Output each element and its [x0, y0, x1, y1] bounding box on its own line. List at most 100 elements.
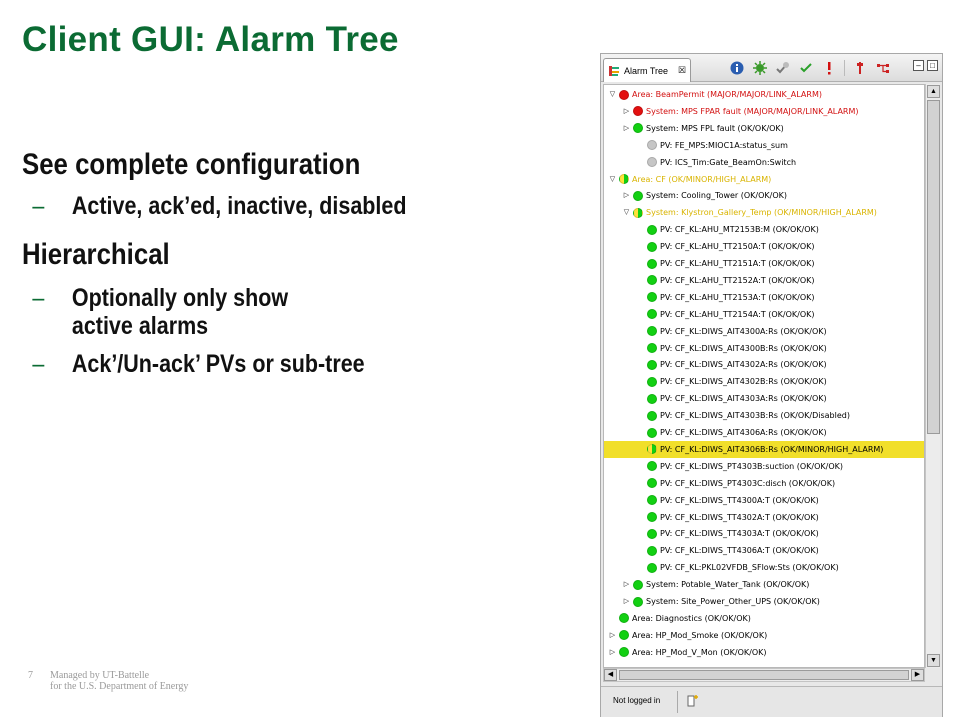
footer-text: Managed by UT-Battelle for the U.S. Depa… [50, 670, 188, 692]
severity-disabled-icon [647, 157, 657, 168]
no-expander [636, 293, 645, 302]
tree-row[interactable]: Area: Diagnostics (OK/OK/OK) [604, 610, 924, 627]
view-window-controls: – □ [913, 60, 938, 71]
severity-major-icon [619, 89, 629, 100]
scroll-down-icon[interactable]: ▼ [927, 654, 940, 667]
scroll-left-icon[interactable]: ◀ [604, 669, 617, 681]
tree-row[interactable]: PV: CF_KL:DIWS_TT4302A:T (OK/OK/OK) [604, 509, 924, 526]
horizontal-scrollbar[interactable]: ◀ ▶ [603, 668, 925, 682]
tree-row[interactable]: ▷ System: Cooling_Tower (OK/OK/OK) [604, 187, 924, 204]
maximize-icon[interactable]: □ [927, 60, 938, 71]
tree-row[interactable]: PV: CF_KL:DIWS_TT4300A:T (OK/OK/OK) [604, 492, 924, 509]
collapsed-arrow-icon[interactable]: ▷ [609, 647, 616, 656]
severity-ok-icon [619, 613, 629, 624]
alarm-icon[interactable] [821, 60, 837, 76]
tree-row-label: PV: CF_KL:DIWS_TT4306A:T (OK/OK/OK) [660, 546, 819, 556]
config-icon[interactable] [752, 60, 768, 76]
scroll-up-icon[interactable]: ▲ [927, 85, 940, 98]
tree-row-label: System: Cooling_Tower (OK/OK/OK) [646, 191, 788, 201]
expanded-arrow-icon[interactable]: ▽ [623, 208, 630, 217]
tree-row[interactable]: PV: CF_KL:DIWS_AIT4303A:Rs (OK/OK/OK) [604, 390, 924, 407]
tree-row-label: PV: CF_KL:DIWS_AIT4302B:Rs (OK/OK/OK) [660, 377, 827, 387]
tree-row[interactable]: ▷System: Potable_Water_Tank (OK/OK/OK) [604, 576, 924, 593]
horizontal-scroll-thumb[interactable] [619, 670, 909, 680]
tree-row-label: System: Klystron_Gallery_Temp (OK/MINOR/… [646, 208, 877, 218]
tree-row[interactable]: PV: CF_KL:DIWS_AIT4300B:Rs (OK/OK/OK) [604, 340, 924, 357]
tree-row[interactable]: PV: CF_KL:PKL02VFDB_SFlow:Sts (OK/OK/OK) [604, 559, 924, 576]
tree-row[interactable]: ▷System: Site_Power_Other_UPS (OK/OK/OK) [604, 593, 924, 610]
login-status: Not logged in [613, 696, 661, 705]
status-bar: Not logged in [601, 686, 942, 717]
tree-row[interactable]: PV: FE_MPS:MIOC1A:status_sum [604, 137, 924, 154]
tree-row[interactable]: PV: CF_KL:AHU_TT2150A:T (OK/OK/OK) [604, 238, 924, 255]
tree-row[interactable]: PV: CF_KL:AHU_TT2153A:T (OK/OK/OK) [604, 289, 924, 306]
tree-row[interactable]: PV: CF_KL:AHU_TT2151A:T (OK/OK/OK) [604, 255, 924, 272]
collapsed-arrow-icon[interactable]: ▷ [609, 630, 616, 639]
sub-bullet-text: Ack’/Un-ack’ PVs or sub-tree [71, 350, 365, 378]
severity-minor-icon [619, 174, 629, 184]
no-expander [636, 563, 645, 572]
severity-ok-icon [647, 545, 657, 556]
vertical-scrollbar[interactable]: ▲ ▼ [925, 84, 940, 668]
no-expander [636, 445, 645, 454]
severity-ok-icon [619, 647, 629, 658]
tree-row[interactable]: PV: CF_KL:DIWS_AIT4302B:Rs (OK/OK/OK) [604, 373, 924, 390]
tree-icon[interactable] [875, 60, 891, 76]
new-connection-icon[interactable] [685, 693, 701, 709]
no-expander [636, 377, 645, 386]
tree-row[interactable]: PV: CF_KL:DIWS_AIT4306B:Rs (OK/MINOR/HIG… [604, 440, 924, 458]
tree-row[interactable]: PV: CF_KL:AHU_MT2153B:M (OK/OK/OK) [604, 221, 924, 238]
tree-row-label: PV: CF_KL:DIWS_AIT4306A:Rs (OK/OK/OK) [660, 428, 827, 437]
expanded-arrow-icon[interactable]: ▽ [609, 90, 616, 98]
severity-ok-icon [647, 478, 657, 489]
severity-disabled-icon [647, 140, 657, 151]
tree-row[interactable]: PV: ICS_Tim:Gate_BeamOn:Switch [604, 154, 924, 171]
severity-ok-icon [647, 359, 657, 370]
pin-icon[interactable] [852, 60, 868, 76]
tree-row[interactable]: PV: CF_KL:DIWS_TT4306A:T (OK/OK/OK) [604, 542, 924, 559]
tree-row-label: Area: CF (OK/MINOR/HIGH_ALARM) [632, 174, 772, 184]
collapsed-arrow-icon[interactable]: ▷ [623, 123, 630, 132]
check-icon[interactable] [798, 60, 814, 76]
tree-row[interactable]: PV: CF_KL:DIWS_PT4303C:disch (OK/OK/OK) [604, 475, 924, 492]
tree-row[interactable]: ▽ System: Klystron_Gallery_Temp (OK/MINOR… [604, 204, 924, 221]
view-toolbar [729, 60, 891, 76]
alarm-tree[interactable]: ▽ Area: BeamPermit (MAJOR/MAJOR/LINK_ALAR… [603, 84, 925, 668]
collapsed-arrow-icon[interactable]: ▷ [623, 106, 630, 115]
expanded-arrow-icon[interactable]: ▽ [609, 174, 616, 183]
scroll-right-icon[interactable]: ▶ [911, 669, 924, 681]
tree-row-label: PV: CF_KL:AHU_MT2153B:M (OK/OK/OK) [660, 225, 819, 235]
severity-ok-icon [647, 326, 657, 337]
tree-row-label: System: MPS FPAR fault (MAJOR/MAJOR/LINK… [646, 106, 859, 116]
toolbar-separator [844, 60, 845, 76]
acknowledge-all-icon[interactable] [775, 60, 791, 76]
footer-line-1: Managed by UT-Battelle [50, 670, 150, 681]
tree-row[interactable]: PV: CF_KL:AHU_TT2154A:T (OK/OK/OK) [604, 306, 924, 323]
tab-close-icon[interactable]: ☒ [678, 65, 687, 75]
tree-row[interactable]: ▷Area: HP_Mod_V_Mon (OK/OK/OK) [604, 644, 924, 661]
tree-row[interactable]: PV: CF_KL:DIWS_AIT4300A:Rs (OK/OK/OK) [604, 323, 924, 340]
tree-row[interactable]: PV: CF_KL:DIWS_AIT4302A:Rs (OK/OK/OK) [604, 356, 924, 373]
collapsed-arrow-icon[interactable]: ▷ [623, 580, 630, 589]
collapsed-arrow-icon[interactable]: ▷ [623, 597, 630, 605]
tree-row[interactable]: ▽ Area: BeamPermit (MAJOR/MAJOR/LINK_ALAR… [604, 86, 924, 103]
no-expander [636, 496, 645, 505]
tree-row[interactable]: PV: CF_KL:DIWS_AIT4303B:Rs (OK/OK/Disabl… [604, 407, 924, 424]
no-expander [636, 529, 645, 538]
tree-row[interactable]: ▽ Area: CF (OK/MINOR/HIGH_ALARM) [604, 171, 924, 188]
tree-row[interactable]: ▷ System: MPS FPAR fault (MAJOR/MAJOR/LIN… [604, 103, 924, 120]
tree-row[interactable]: PV: CF_KL:DIWS_AIT4306A:Rs (OK/OK/OK) [604, 424, 924, 441]
tree-row-label: PV: CF_KL:AHU_TT2151A:T (OK/OK/OK) [660, 259, 815, 268]
vertical-scroll-thumb[interactable] [927, 100, 940, 434]
tree-row[interactable]: ▷Area: HP_Mod_Smoke (OK/OK/OK) [604, 627, 924, 644]
tree-row-label: PV: CF_KL:PKL02VFDB_SFlow:Sts (OK/OK/OK) [660, 563, 839, 573]
tree-row[interactable]: PV: CF_KL:AHU_TT2152A:T (OK/OK/OK) [604, 272, 924, 289]
tree-row[interactable]: ▷System: MPS FPL fault (OK/OK/OK) [604, 120, 924, 137]
tab-alarm-tree[interactable]: Alarm Tree ☒ [603, 58, 691, 82]
tree-row-label: Area: BeamPermit (MAJOR/MAJOR/LINK_ALARM… [632, 90, 822, 99]
tree-row[interactable]: PV: CF_KL:DIWS_TT4303A:T (OK/OK/OK) [604, 525, 924, 542]
info-icon[interactable] [729, 60, 745, 76]
minimize-icon[interactable]: – [913, 60, 924, 71]
tree-row[interactable]: PV: CF_KL:DIWS_PT4303B:suction (OK/OK/OK… [604, 458, 924, 475]
collapsed-arrow-icon[interactable]: ▷ [623, 191, 630, 200]
